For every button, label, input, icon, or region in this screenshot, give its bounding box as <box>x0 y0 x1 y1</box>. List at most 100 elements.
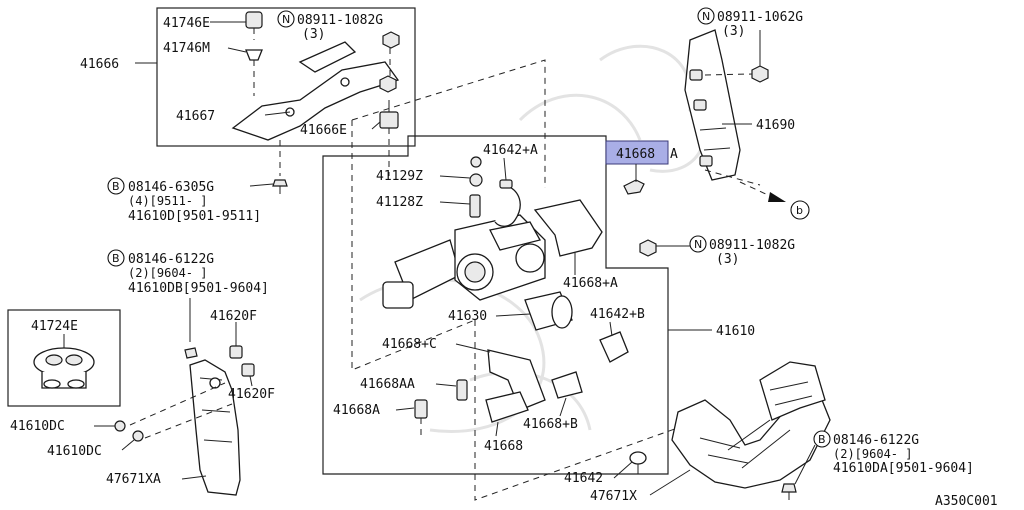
label-08911-1082G-mid-qty: (3) <box>716 252 739 267</box>
arrow-b-icon <box>768 192 786 202</box>
ref-circle-b <box>790 200 810 220</box>
nut-symbol-circle <box>277 10 295 28</box>
nut-41746E-part <box>245 11 263 40</box>
nut-08911-top-part <box>379 31 400 93</box>
inset-41724E-frame <box>7 309 121 407</box>
leader-41129Z <box>439 175 471 179</box>
label-41630: 41630 <box>448 309 487 324</box>
label-41668A-highlighted[interactable]: 41668 <box>616 147 655 162</box>
label-08146-6305G: 08146-6305G <box>128 180 214 195</box>
bolt-41668A-part <box>623 179 645 195</box>
label-41620F-b: 41620F <box>228 387 275 402</box>
bolt-41668AA-part <box>456 379 468 401</box>
nut-symbol-1062G: N <box>702 10 710 23</box>
clip-41642A-part <box>499 179 513 189</box>
label-41666E: 41666E <box>300 123 347 138</box>
cover-47671X-part <box>671 361 831 489</box>
label-41642B: 41642+B <box>590 307 645 322</box>
label-41610DC-a: 41610DC <box>10 419 65 434</box>
leader-41642 <box>613 461 633 479</box>
label-41746E: 41746E <box>163 16 210 31</box>
bolt-symbol-6122G-left: B <box>112 252 120 265</box>
bolt-symbol-circle-6305G <box>107 177 125 195</box>
nut-symbol-circle-1062G <box>697 7 715 25</box>
bracket-41668A-part <box>533 199 603 257</box>
label-41668B: 41668+B <box>523 417 578 432</box>
screw-41610DC-parts <box>114 420 144 442</box>
dash-1062G-b <box>704 169 761 186</box>
label-08146-6122G-left: 08146-6122G <box>128 252 214 267</box>
leader-47671XA <box>181 475 207 480</box>
label-41610DB: 41610DB[9501-9604] <box>128 281 269 296</box>
highlight-41668A <box>605 140 669 165</box>
label-41666: 41666 <box>80 57 119 72</box>
leader-41668AA <box>435 383 457 387</box>
label-08911-1062G: 08911-1062G <box>717 10 803 25</box>
clamp-41642B-part <box>599 331 629 363</box>
label-08911-1082G-mid: 08911-1082G <box>709 238 795 253</box>
label-41724E: 41724E <box>31 319 78 334</box>
label-08146-6122G-right: 08146-6122G <box>833 433 919 448</box>
label-08146-6122G-left-sub: (2)[9604- ] <box>128 266 207 280</box>
leader-41668A <box>395 407 415 411</box>
sensor-41128Z-part <box>469 194 481 218</box>
leader-41746M <box>227 47 247 53</box>
label-41128Z: 41128Z <box>376 195 423 210</box>
hose-41642A-part <box>494 184 521 227</box>
label-08911-1082G-top-qty: (3) <box>302 27 325 42</box>
label-41610: 41610 <box>716 324 755 339</box>
label-41610DA: 41610DA[9501-9604] <box>833 461 974 476</box>
dash-arrow-b <box>739 181 771 197</box>
label-41668pA: 41668+A <box>563 276 618 291</box>
bolt-08146-6305G-part <box>272 179 288 194</box>
label-08911-1062G-qty: (3) <box>722 24 745 39</box>
label-47671X: 47671X <box>590 489 637 504</box>
label-41610DC-b: 41610DC <box>47 444 102 459</box>
label-41668: 41668 <box>484 439 523 454</box>
label-41668AA: 41668AA <box>360 377 415 392</box>
leader-41642A <box>503 157 507 181</box>
bracket-41668B-part <box>551 371 583 399</box>
leader-41610DC-b <box>121 439 135 451</box>
label-41668A: 41668A <box>333 403 380 418</box>
leader-47671X <box>649 469 691 496</box>
label-08911-1082G-top: 08911-1082G <box>297 13 383 28</box>
leader-6122G-right <box>794 444 816 485</box>
leader-41128Z <box>439 201 471 205</box>
leader-6305G <box>249 183 274 187</box>
sensor-41129Z-part <box>469 156 483 187</box>
nut-08911-mid-part <box>639 239 657 257</box>
bracket-41668-part <box>485 391 529 423</box>
dash-41610DC-b <box>144 403 233 439</box>
leader-41666E <box>371 121 381 130</box>
bolt-symbol-circle-6122G-left <box>107 249 125 267</box>
leader-41630 <box>495 313 531 317</box>
actuator-assembly-part <box>382 214 546 309</box>
label-41690: 41690 <box>756 118 795 133</box>
label-41746M: 41746M <box>163 41 210 56</box>
stud-41666E-part <box>379 100 399 129</box>
label-41620F-a: 41620F <box>210 309 257 324</box>
dash-box-lines <box>351 59 701 501</box>
leader-41620F-b <box>249 375 253 387</box>
label-08146-6305G-sub: (4)[9511- ] <box>128 194 207 208</box>
bracket-group-frame <box>156 7 416 147</box>
label-41667: 41667 <box>176 109 215 124</box>
bracket-41667 <box>231 41 400 141</box>
label-08146-6122G-right-sub: (2)[9604- ] <box>833 447 912 461</box>
bolt-symbol-circle-6122G-right <box>813 430 831 448</box>
grommet-41746M-part <box>245 49 263 96</box>
bolt-symbol-6305G: B <box>112 180 120 193</box>
bolt-symbol-6122G-right: B <box>818 433 826 446</box>
label-41610D: 41610D[9501-9511] <box>128 209 261 224</box>
bolt-41668A-low-part <box>414 399 428 419</box>
leader-41668 <box>495 421 499 437</box>
label-41642A: 41642+A <box>483 143 538 158</box>
label-41668C: 41668+C <box>382 337 437 352</box>
accumulator-41630-part <box>524 291 573 331</box>
ref-b: b <box>796 204 803 217</box>
cover-47671XA-part <box>189 359 241 496</box>
leader-41668B <box>559 397 567 417</box>
